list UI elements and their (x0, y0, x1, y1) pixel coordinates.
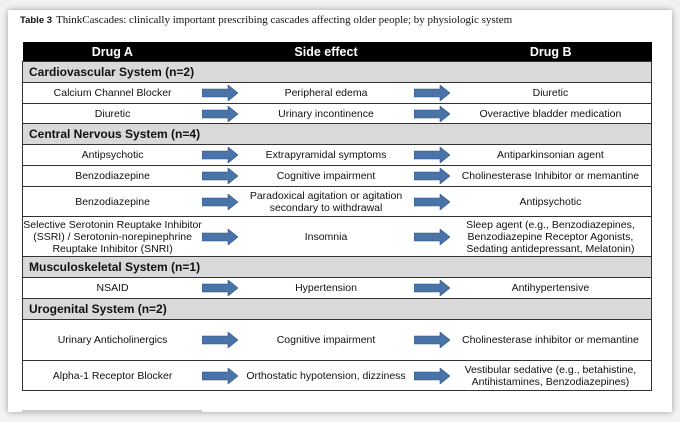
section-header: Musculoskeletal System (n=1) (22, 256, 652, 278)
arrow-right-icon (202, 228, 239, 245)
table-row: Diuretic Urinary incontinence Overactive… (22, 103, 652, 124)
header-row: Drug A Side effect Drug B (22, 42, 652, 62)
arrow-right-icon (202, 147, 239, 163)
drug-b: Sleep agent (e.g., Benzodiazepines, Benz… (449, 216, 652, 257)
table-row: Alpha-1 Receptor Blocker Orthostatic hyp… (22, 360, 652, 391)
arrow-right-icon (202, 367, 239, 384)
drug-b: Cholinesterase Inhibitor or memantine (449, 165, 652, 187)
header-side-effect: Side effect (238, 42, 414, 62)
drug-a: Antipsychotic (22, 144, 203, 166)
arrow-right-icon (413, 367, 450, 384)
side-effect: Paradoxical agitation or agitation secon… (238, 186, 414, 217)
drug-b: Antiparkinsonian agent (449, 144, 652, 166)
table-row: Selective Serotonin Reuptake Inhibitor (… (22, 216, 652, 257)
side-effect: Cognitive impairment (238, 165, 414, 187)
drug-a: Benzodiazepine (22, 186, 203, 217)
drug-b: Cholinesterase inhibitor or memantine (449, 319, 652, 361)
arrow-right-icon (413, 147, 450, 163)
arrow-right-icon (202, 168, 239, 184)
footnote-cutoff (22, 410, 202, 412)
arrow-right-icon (413, 228, 450, 245)
arrow-right-icon (202, 105, 239, 122)
arrow-right-icon (202, 193, 239, 210)
section-title: Musculoskeletal System (n=1) (22, 256, 652, 278)
table-row: Antipsychotic Extrapyramidal symptoms An… (22, 144, 652, 166)
arrow-right-icon (202, 280, 239, 296)
side-effect: Cognitive impairment (238, 319, 414, 361)
drug-b: Diuretic (449, 82, 652, 104)
cascades-table: Drug A Side effect Drug B Cardiovascular… (22, 42, 652, 391)
table-row: Benzodiazepine Paradoxical agitation or … (22, 186, 652, 217)
section-header: Central Nervous System (n=4) (22, 123, 652, 145)
arrow-right-icon (202, 332, 239, 348)
arrow-right-icon (413, 168, 450, 184)
drug-b: Antihypertensive (449, 277, 652, 299)
header-drug-a: Drug A (22, 42, 203, 62)
side-effect: Orthostatic hypotension, dizziness (238, 360, 414, 391)
drug-a: Selective Serotonin Reuptake Inhibitor (… (22, 216, 203, 257)
section-title: Urogenital System (n=2) (22, 298, 652, 320)
side-effect: Peripheral edema (238, 82, 414, 104)
side-effect: Urinary incontinence (238, 103, 414, 124)
section-header: Urogenital System (n=2) (22, 298, 652, 320)
side-effect: Extrapyramidal symptoms (238, 144, 414, 166)
drug-a: Benzodiazepine (22, 165, 203, 187)
arrow-right-icon (202, 85, 239, 101)
header-drug-b: Drug B (449, 42, 652, 62)
drug-b: Overactive bladder medication (449, 103, 652, 124)
caption-text: ThinkCascades: clinically important pres… (56, 14, 513, 26)
table-row: Calcium Channel Blocker Peripheral edema… (22, 82, 652, 104)
drug-b: Vestibular sedative (e.g., betahistine, … (449, 360, 652, 391)
table-row: Urinary Anticholinergics Cognitive impai… (22, 319, 652, 361)
drug-a: Alpha-1 Receptor Blocker (22, 360, 203, 391)
section-header: Cardiovascular System (n=2) (22, 61, 652, 83)
table-row: Benzodiazepine Cognitive impairment Chol… (22, 165, 652, 187)
arrow-right-icon (413, 85, 450, 101)
drug-a: Urinary Anticholinergics (22, 319, 203, 361)
table-label: Table 3 (20, 15, 53, 26)
section-title: Cardiovascular System (n=2) (22, 61, 652, 83)
arrow-right-icon (413, 105, 450, 122)
arrow-right-icon (413, 280, 450, 296)
section-title: Central Nervous System (n=4) (22, 123, 652, 145)
drug-a: NSAID (22, 277, 203, 299)
drug-b: Antipsychotic (449, 186, 652, 217)
arrow-right-icon (413, 193, 450, 210)
drug-a: Calcium Channel Blocker (22, 82, 203, 104)
side-effect: Insomnia (238, 216, 414, 257)
arrow-right-icon (413, 332, 450, 348)
side-effect: Hypertension (238, 277, 414, 299)
drug-a: Diuretic (22, 103, 203, 124)
table-row: NSAID Hypertension Antihypertensive (22, 277, 652, 299)
